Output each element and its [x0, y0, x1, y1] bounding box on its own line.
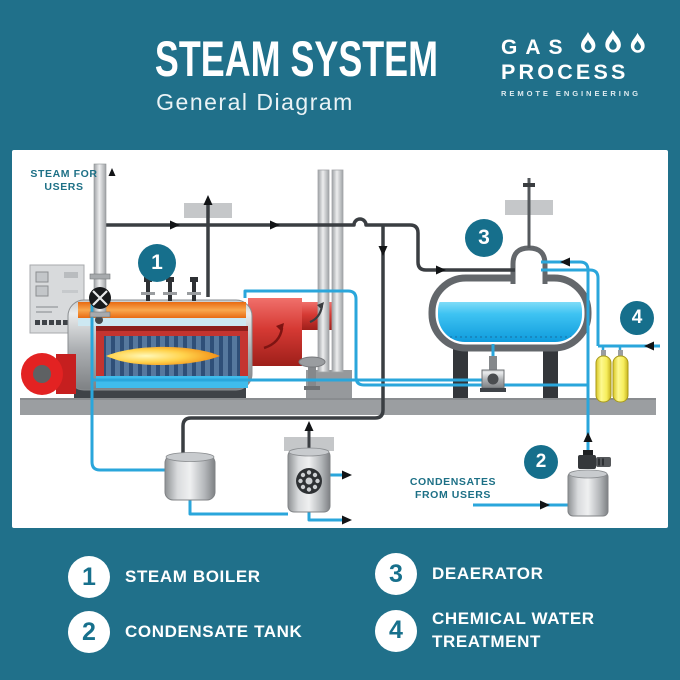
burner-flame: [106, 346, 220, 365]
deaerator-water: [438, 302, 582, 342]
badge-deaerator: 3: [465, 219, 503, 257]
legend-number: 1: [68, 556, 110, 598]
page-subtitle: General Diagram: [156, 89, 354, 115]
ground: [20, 398, 656, 415]
diagram-panel: STEAM FOR USERS CONDENSATES FROM USERS 1…: [12, 150, 668, 528]
company-logo: GAS PROCESS REMOTE ENGINEERING: [501, 30, 661, 98]
page-title: STEAM SYSTEM: [154, 30, 439, 87]
logo-tagline: REMOTE ENGINEERING: [501, 88, 641, 98]
deaerator-dome: [510, 245, 548, 284]
steam-for-users-label: STEAM FOR USERS: [30, 168, 98, 194]
flow-arrows: [108, 168, 654, 525]
burner: [21, 353, 76, 395]
condensate-pump: [578, 450, 611, 469]
legend-label: CHEMICAL WATER TREATMENT: [432, 609, 595, 651]
steam-system-diagram: [20, 163, 660, 525]
blowdown-valve: [298, 356, 326, 390]
steam-boiler: [21, 277, 336, 398]
badge-condensate-tank: 2: [524, 445, 558, 479]
boiler-water: [96, 376, 248, 388]
boiler-steam-space: [78, 302, 246, 318]
steam-pipes: [100, 200, 515, 457]
condensate-tank: [567, 450, 611, 517]
flame-icons: [580, 30, 645, 53]
legend-item-deaerator: 3 DEAERATOR: [375, 553, 544, 595]
legend-number: 3: [375, 553, 417, 595]
legend-label: DEAERATOR: [432, 563, 544, 583]
logo-text-gas: GAS: [501, 36, 571, 59]
legend-number: 4: [375, 609, 417, 652]
blowdown-vessel: [164, 452, 216, 501]
legend-item-chemical-water-treatment: 4 CHEMICAL WATER TREATMENT: [375, 608, 647, 654]
deaerator-feed-pump: [480, 356, 506, 392]
heat-exchanger-vessel: [284, 426, 334, 513]
deaerator: [428, 178, 592, 398]
legend-item-steam-boiler: 1 STEAM BOILER: [68, 556, 261, 598]
condensates-from-users-label: CONDENSATES FROM USERS: [409, 476, 497, 502]
legend-label: CONDENSATE TANK: [125, 621, 303, 641]
legend-label: STEAM BOILER: [125, 566, 261, 586]
flame-icon: [580, 32, 595, 53]
boiler-control-panel: [29, 264, 85, 334]
flame-icon: [604, 30, 621, 53]
flame-icon: [630, 32, 645, 53]
title-block: STEAM SYSTEM General Diagram: [115, 34, 438, 116]
legend-number: 2: [68, 611, 110, 653]
steam-valve: [89, 287, 111, 309]
badge-steam-boiler: 1: [138, 244, 176, 282]
legend-item-condensate-tank: 2 CONDENSATE TANK: [68, 611, 302, 653]
smokebox: [248, 298, 302, 366]
logo-text-process: PROCESS: [501, 60, 629, 84]
steam-outlet-pipe: [89, 163, 111, 318]
chemical-treatment-cylinders: [595, 350, 629, 403]
badge-chemical-treatment: 4: [620, 301, 654, 335]
